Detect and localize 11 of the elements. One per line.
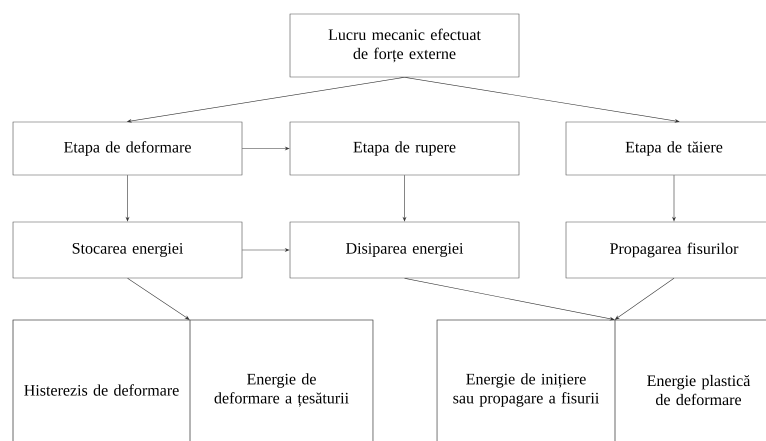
process-box: Disiparea energiei xyxy=(290,222,520,278)
cell-box: Energie plastică de deformare xyxy=(614,320,766,441)
cell-box: Energie de deformare a țesăturii xyxy=(190,320,374,441)
process-box: Lucru mecanic efectuat de forțe externe xyxy=(290,14,520,78)
process-box: Etapa de rupere xyxy=(290,122,520,176)
cell-box: Histerezis de deformare xyxy=(12,320,190,441)
cell-box: Energie de inițiere sau propagare a fisurii xyxy=(436,320,616,441)
process-box: Propagarea fisurilor xyxy=(566,222,766,278)
process-box: Stocarea energiei xyxy=(12,222,242,278)
process-box: Etapa de deformare xyxy=(12,122,242,176)
process-box: Etapa de tăiere xyxy=(566,122,766,176)
